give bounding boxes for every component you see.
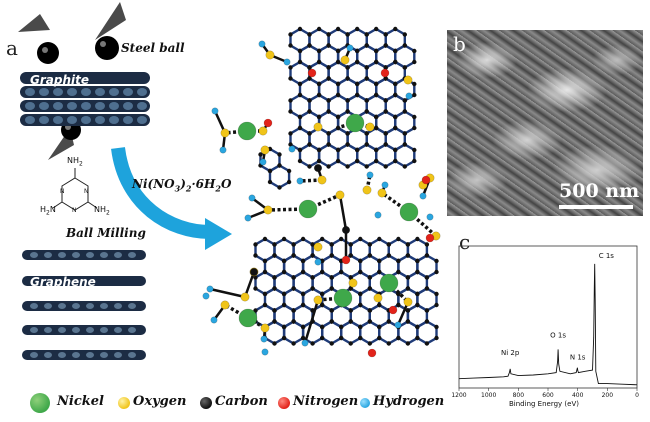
ball-milling-label: Ball Milling	[66, 226, 146, 240]
x-tick-label: 1200	[451, 392, 466, 399]
peak-label: O 1s	[550, 331, 566, 339]
plot-frame	[458, 245, 638, 389]
legend-hydrogen-label: Hydrogen	[373, 394, 445, 409]
xps-chart: c 1200 1000 800 600 400 200 0 Ni 2p O 1s N 1s C 1s…	[447, 220, 643, 410]
peak-label: C 1s	[599, 252, 615, 260]
legend-hydrogen-icon	[360, 398, 370, 408]
melamine-molecule	[52, 168, 98, 211]
legend-carbon-label: Carbon	[215, 394, 268, 409]
graphene-sheets	[22, 250, 146, 360]
x-tick-label: 600	[542, 392, 554, 399]
panel-c-letter: c	[459, 230, 471, 254]
x-tick-label: 200	[602, 392, 614, 399]
x-tick-label: 800	[513, 392, 525, 399]
melamine-h2n-left: H2N	[40, 205, 56, 217]
panel-a-letter: a	[6, 36, 18, 60]
melamine-nh2-right: NH2	[94, 205, 110, 217]
svg-text:N: N	[60, 188, 65, 195]
graphite-label: Graphite	[30, 73, 89, 87]
legend-oxygen-label: Oxygen	[133, 394, 187, 409]
legend-nickel-label: Nickel	[57, 394, 104, 409]
graphite-stack	[20, 72, 150, 126]
legend-carbon-icon	[200, 397, 212, 409]
x-axis-title: Binding Energy (eV)	[509, 400, 579, 408]
legend-nitrogen-icon	[278, 397, 290, 409]
x-tick-label: 400	[572, 392, 584, 399]
atom-legend: Nickel Oxygen Carbon Nitrogen Hydrogen	[30, 392, 450, 414]
peak-label: N 1s	[570, 354, 586, 362]
steel-ball	[95, 36, 119, 60]
ball-milling-schematic: N N N	[18, 2, 441, 360]
xps-spectrum-line	[458, 263, 638, 386]
legend-nitrogen-label: Nitrogen	[293, 394, 359, 409]
svg-text:N: N	[72, 207, 77, 214]
graphene-label: Graphene	[30, 275, 96, 289]
functional-groups	[202, 40, 441, 358]
panel-b-letter: b	[453, 32, 466, 56]
melamine-nh2-top: NH2	[67, 156, 83, 168]
legend-oxygen-icon	[118, 397, 130, 409]
steel-ball-label: Steel ball	[121, 41, 185, 55]
x-tick-label: 1000	[481, 392, 496, 399]
reagent-formula: Ni(NO3)2·6H2O	[132, 177, 232, 194]
process-arrow	[111, 146, 211, 239]
scale-bar-label: 500 nm	[559, 180, 640, 202]
sem-image: b 500 nm	[447, 30, 643, 216]
peak-label: Ni 2p	[501, 349, 520, 357]
legend-nickel-icon	[30, 393, 50, 413]
x-tick-label: 0	[635, 392, 639, 399]
steel-ball	[37, 42, 59, 64]
scale-bar	[559, 205, 633, 209]
svg-text:N: N	[84, 188, 89, 195]
